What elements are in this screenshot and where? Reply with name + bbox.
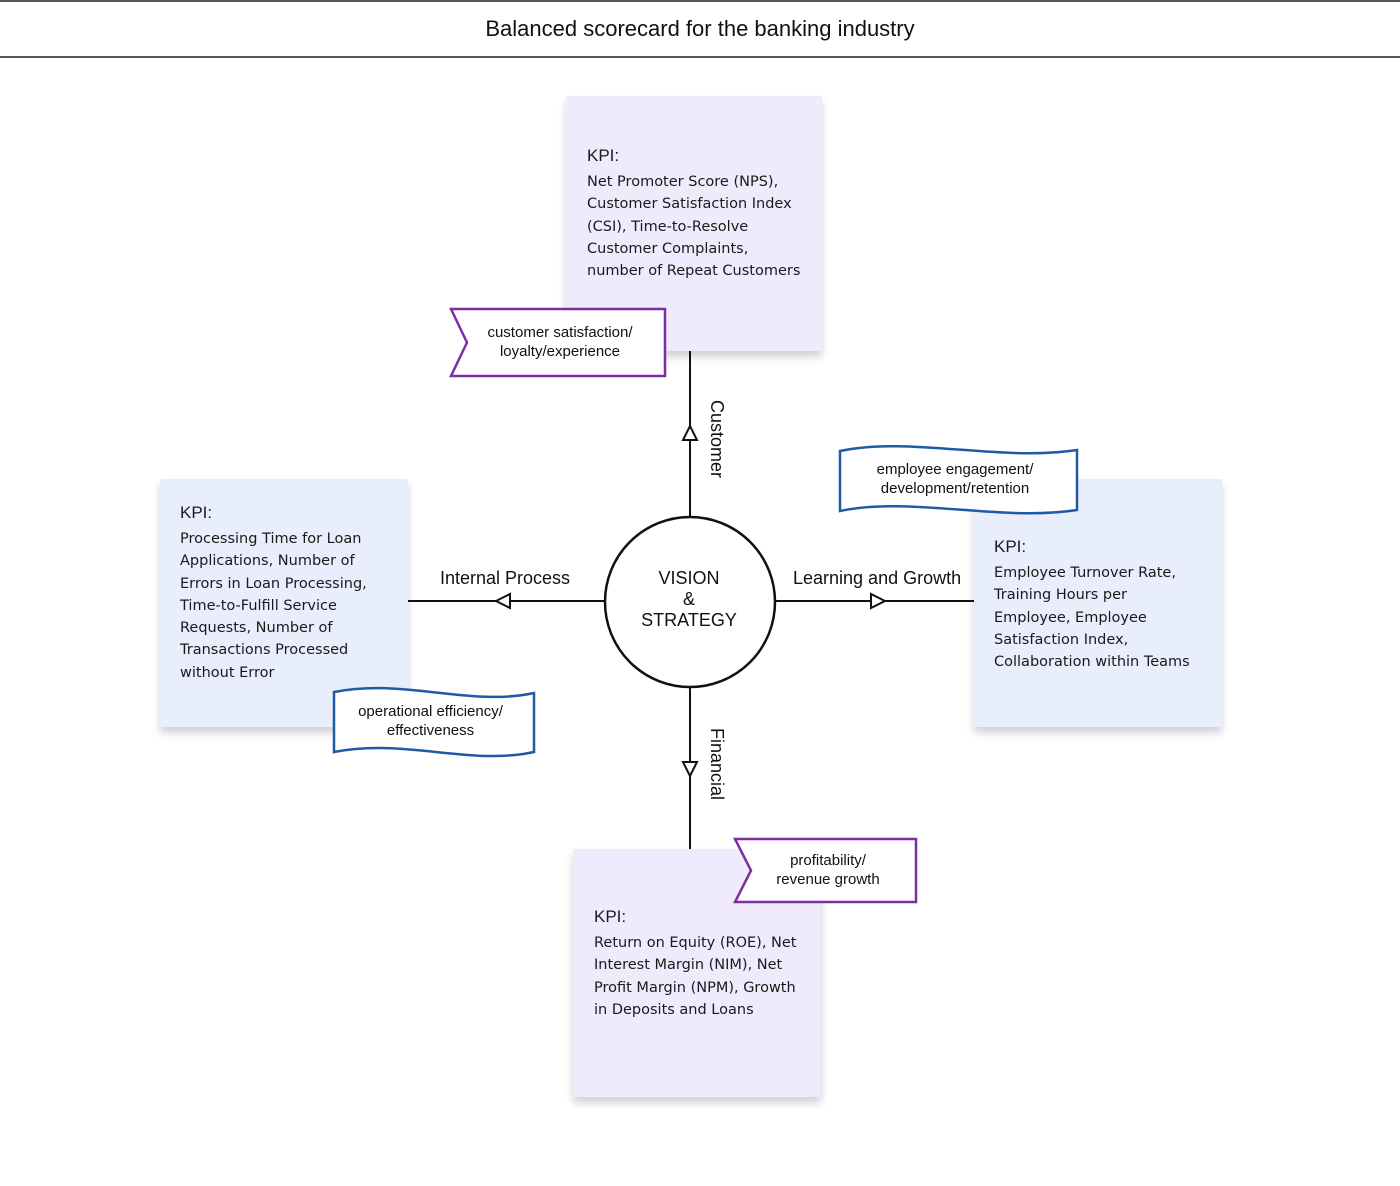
diagram-title: Balanced scorecard for the banking indus… — [485, 16, 915, 41]
center-line-3: STRATEGY — [641, 610, 737, 630]
internal-process-label: Internal Process — [440, 568, 571, 588]
internal-process-tag-text: operational efficiency/ effectiveness — [358, 703, 503, 739]
internal-process-arrowhead — [493, 592, 511, 610]
customer-kpi-text: Net Promoter Score (NPS), Customer Satis… — [587, 174, 801, 280]
customer-label: Customer — [707, 399, 727, 479]
financial-label: Financial — [707, 727, 727, 801]
customer-kpi-note[interactable]: KPI: Net Promoter Score (NPS), Customer … — [566, 96, 822, 351]
financial-kpi-label: KPI: — [594, 907, 627, 926]
learning-growth-kpi-text: Employee Turnover Rate, Training Hours p… — [994, 565, 1190, 671]
learning-growth-tag-shape[interactable] — [838, 444, 1079, 515]
center-line-2: & — [682, 589, 695, 609]
center-line-1: VISION — [658, 568, 720, 588]
learning-growth-kpi-note[interactable]: KPI: Employee Turnover Rate, Training Ho… — [974, 479, 1222, 727]
learning-growth-label: Learning and Growth — [793, 568, 962, 588]
customer-tag-shape[interactable] — [449, 307, 667, 378]
internal-process-kpi-label: KPI: — [180, 503, 213, 522]
internal-process-kpi-note[interactable]: KPI: Processing Time for Loan Applicatio… — [160, 479, 408, 727]
customer-kpi-label: KPI: — [587, 146, 620, 165]
vision-strategy-circle[interactable] — [603, 515, 777, 689]
vision-strategy-label: VISION & STRATEGY — [606, 568, 772, 631]
internal-process-kpi-text: Processing Time for Loan Applications, N… — [180, 531, 367, 681]
internal-process-tag-shape[interactable] — [332, 686, 536, 758]
financial-kpi-text: Return on Equity (ROE), Net Interest Mar… — [594, 935, 797, 1018]
customer-arrowhead — [681, 423, 699, 441]
financial-arrowhead — [681, 761, 699, 779]
learning-growth-kpi-label: KPI: — [994, 537, 1027, 556]
learning-growth-tag-text: employee engagement/ development/retenti… — [876, 461, 1034, 497]
financial-tag-shape[interactable] — [732, 837, 918, 904]
customer-tag-text: customer satisfaction/ loyalty/experienc… — [487, 324, 633, 360]
financial-tag-text: profitability/ revenue growth — [776, 852, 880, 888]
title-bar: Balanced scorecard for the banking indus… — [0, 0, 1400, 58]
learning-growth-arrowhead — [870, 592, 888, 610]
